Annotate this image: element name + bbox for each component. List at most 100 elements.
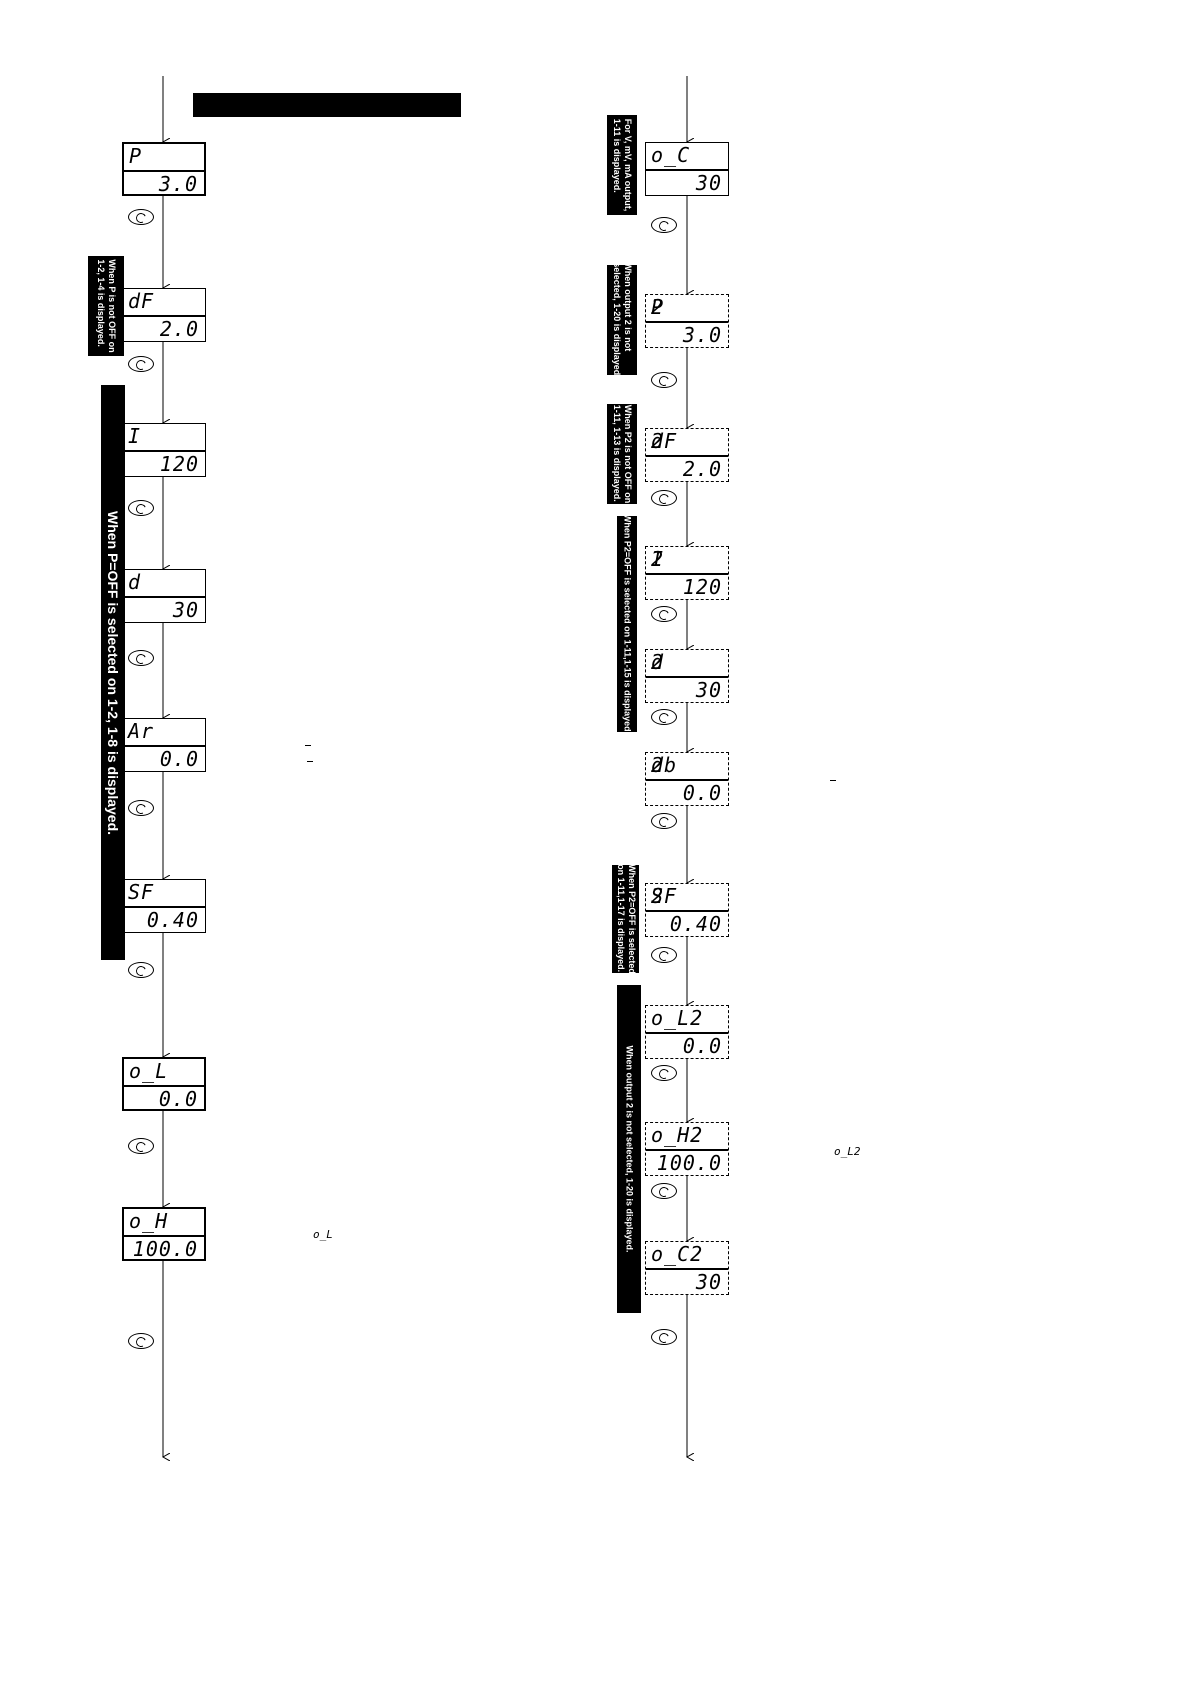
display-d2-value: 30	[695, 678, 722, 702]
tick-mark	[830, 780, 836, 781]
display-sf: SF 0.40	[122, 879, 206, 933]
mode-key-icon	[651, 606, 677, 622]
display-d: d 30	[122, 569, 206, 623]
header-bar	[193, 93, 461, 117]
display-o-c2-value: 30	[695, 1270, 722, 1294]
display-i-value: 120	[159, 452, 199, 476]
display-df-value: 2.0	[159, 317, 199, 341]
display-d-param: d	[128, 570, 142, 594]
inline-o-l-label: o_L	[313, 1228, 333, 1241]
display-i2-value: 120	[682, 575, 722, 599]
display-ar: Ar 0.0	[122, 718, 206, 772]
mode-key-icon	[651, 217, 677, 233]
display-d2-param: d	[651, 650, 665, 674]
display-o-h2-value: 100.0	[656, 1151, 722, 1175]
display-d2-suffix: 2	[651, 650, 665, 674]
mode-key-icon	[128, 962, 154, 978]
mode-key-icon	[651, 372, 677, 388]
display-sf2-value: 0.40	[669, 912, 722, 936]
display-o-l2-param: o_L2	[651, 1006, 704, 1030]
display-o-l-param: o_L	[129, 1059, 169, 1083]
display-sf-param: SF	[128, 880, 155, 904]
display-db2-param: db	[651, 753, 678, 777]
note-v-ma-output-text: For V, mV, mA output, 1-11 is displayed.	[612, 118, 633, 212]
display-sf2-suffix: 2	[651, 884, 665, 908]
note-p-off: When P=OFF is selected on 1-2, 1-8 is di…	[101, 385, 125, 960]
display-df2-suffix: 2	[651, 429, 665, 453]
display-sf2-param: SF	[651, 884, 678, 908]
display-d-value: 30	[172, 598, 199, 622]
display-df2-value: 2.0	[682, 457, 722, 481]
display-p2-value: 3.0	[682, 323, 722, 347]
display-i2-suffix: 2	[651, 547, 665, 571]
display-o-c2: o_C2 30	[645, 1241, 729, 1295]
tick-mark	[307, 761, 313, 762]
tick-mark	[305, 745, 311, 746]
display-o-l-value: 0.0	[158, 1087, 198, 1111]
display-o-c: o_C 30	[645, 142, 729, 196]
mode-key-icon	[651, 1065, 677, 1081]
display-p-param: P	[129, 144, 143, 168]
mode-key-icon	[128, 500, 154, 516]
display-o-l2-value: 0.0	[682, 1034, 722, 1058]
display-o-h-param: o_H	[129, 1209, 169, 1233]
display-p-value: 3.0	[158, 172, 198, 196]
note-p-not-off: When P is not OFF on 1-2, 1-4 is display…	[88, 256, 124, 356]
note-v-ma-output: For V, mV, mA output, 1-11 is displayed.	[607, 115, 637, 215]
mode-key-icon	[128, 650, 154, 666]
display-o-h-value: 100.0	[132, 1237, 198, 1261]
display-db2-value: 0.0	[682, 781, 722, 805]
note-p2-not-off: When P2 is not OFF on 1-11, 1-13 is disp…	[607, 404, 637, 504]
display-i: I 120	[122, 423, 206, 477]
mode-key-icon	[128, 356, 154, 372]
display-o-l2: o_L2 0.0	[645, 1005, 729, 1059]
display-o-c-value: 30	[695, 171, 722, 195]
display-o-h2: o_H2 100.0	[645, 1122, 729, 1176]
mode-key-icon	[128, 1333, 154, 1349]
display-o-c-param: o_C	[651, 143, 691, 167]
mode-key-icon	[651, 1329, 677, 1345]
display-sf-value: 0.40	[146, 908, 199, 932]
display-i2-param: I	[651, 547, 665, 571]
note-p2-not-off-text: When P2 is not OFF on 1-11, 1-13 is disp…	[612, 404, 633, 504]
note-p2-off-b: When P2=OFF is selected on 1-11,1-17 is …	[612, 865, 639, 973]
display-p: P 3.0	[122, 142, 206, 196]
mode-key-icon	[651, 1183, 677, 1199]
display-o-h2-param: o_H2	[651, 1123, 704, 1147]
mode-key-icon	[651, 947, 677, 963]
display-df: dF 2.0	[122, 288, 206, 342]
display-o-l: o_L 0.0	[122, 1057, 206, 1111]
mode-key-icon	[128, 209, 154, 225]
display-p2-suffix: 2	[651, 295, 665, 319]
display-db2-suffix: 2	[651, 753, 665, 777]
note-output2-not-selected-b: When output 2 is not selected, 1-20 is d…	[617, 985, 641, 1313]
note-p-not-off-text: When P is not OFF on 1-2, 1-4 is display…	[96, 259, 117, 353]
note-p2-off-a-text: When P2=OFF is selected on 1-11,1-15 is …	[622, 516, 633, 732]
inline-o-l2-label: o_L2	[834, 1145, 861, 1158]
mode-key-icon	[651, 813, 677, 829]
display-i-param: I	[128, 424, 142, 448]
note-output2-not-selected-a: When output 2 is not selected, 1-20 is d…	[607, 265, 637, 375]
note-output2-not-selected-a-text: When output 2 is not selected, 1-20 is d…	[612, 265, 633, 375]
display-p2-param: P	[651, 295, 665, 319]
note-p-off-text: When P=OFF is selected on 1-2, 1-8 is di…	[105, 510, 121, 835]
mode-key-icon	[651, 490, 677, 506]
display-df2-param: dF	[651, 429, 678, 453]
mode-key-icon	[128, 1138, 154, 1154]
mode-key-icon	[128, 800, 154, 816]
note-p2-off-b-text: When P2=OFF is selected on 1-11,1-17 is …	[615, 865, 637, 973]
note-p2-off-a: When P2=OFF is selected on 1-11,1-15 is …	[617, 516, 637, 732]
mode-key-icon	[651, 709, 677, 725]
display-ar-param: Ar	[128, 719, 155, 743]
display-o-c2-param: o_C2	[651, 1242, 704, 1266]
note-output2-not-selected-b-text: When output 2 is not selected, 1-20 is d…	[624, 1045, 635, 1253]
display-df-param: dF	[128, 289, 155, 313]
